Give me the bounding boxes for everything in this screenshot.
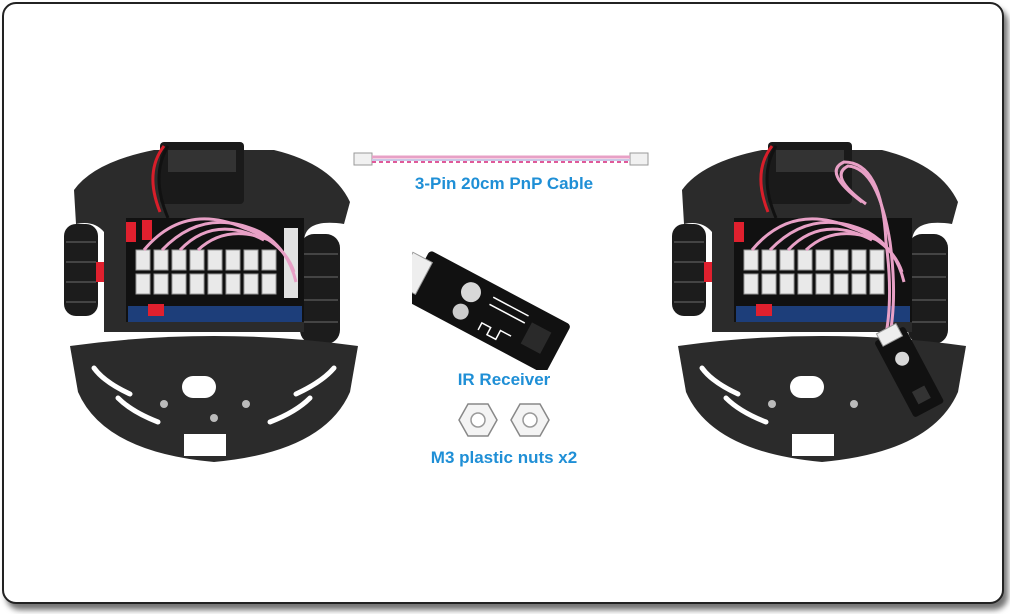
ir-receiver-label: IR Receiver [457,370,551,389]
cable-label: 3-Pin 20cm PnP Cable [414,174,594,193]
nuts-label: M3 plastic nuts x2 [430,448,578,467]
pnp-cable-icon [353,152,649,166]
hex-nut-icon [458,403,498,437]
ir-receiver-module-icon [412,251,570,370]
robot-car-with-ir-icon [672,142,966,462]
hex-nut-icon [510,403,550,437]
robot-car-icon [64,142,358,462]
content-frame: 3-Pin 20cm PnP Cable IR Receiver M3 plas… [2,2,1004,604]
